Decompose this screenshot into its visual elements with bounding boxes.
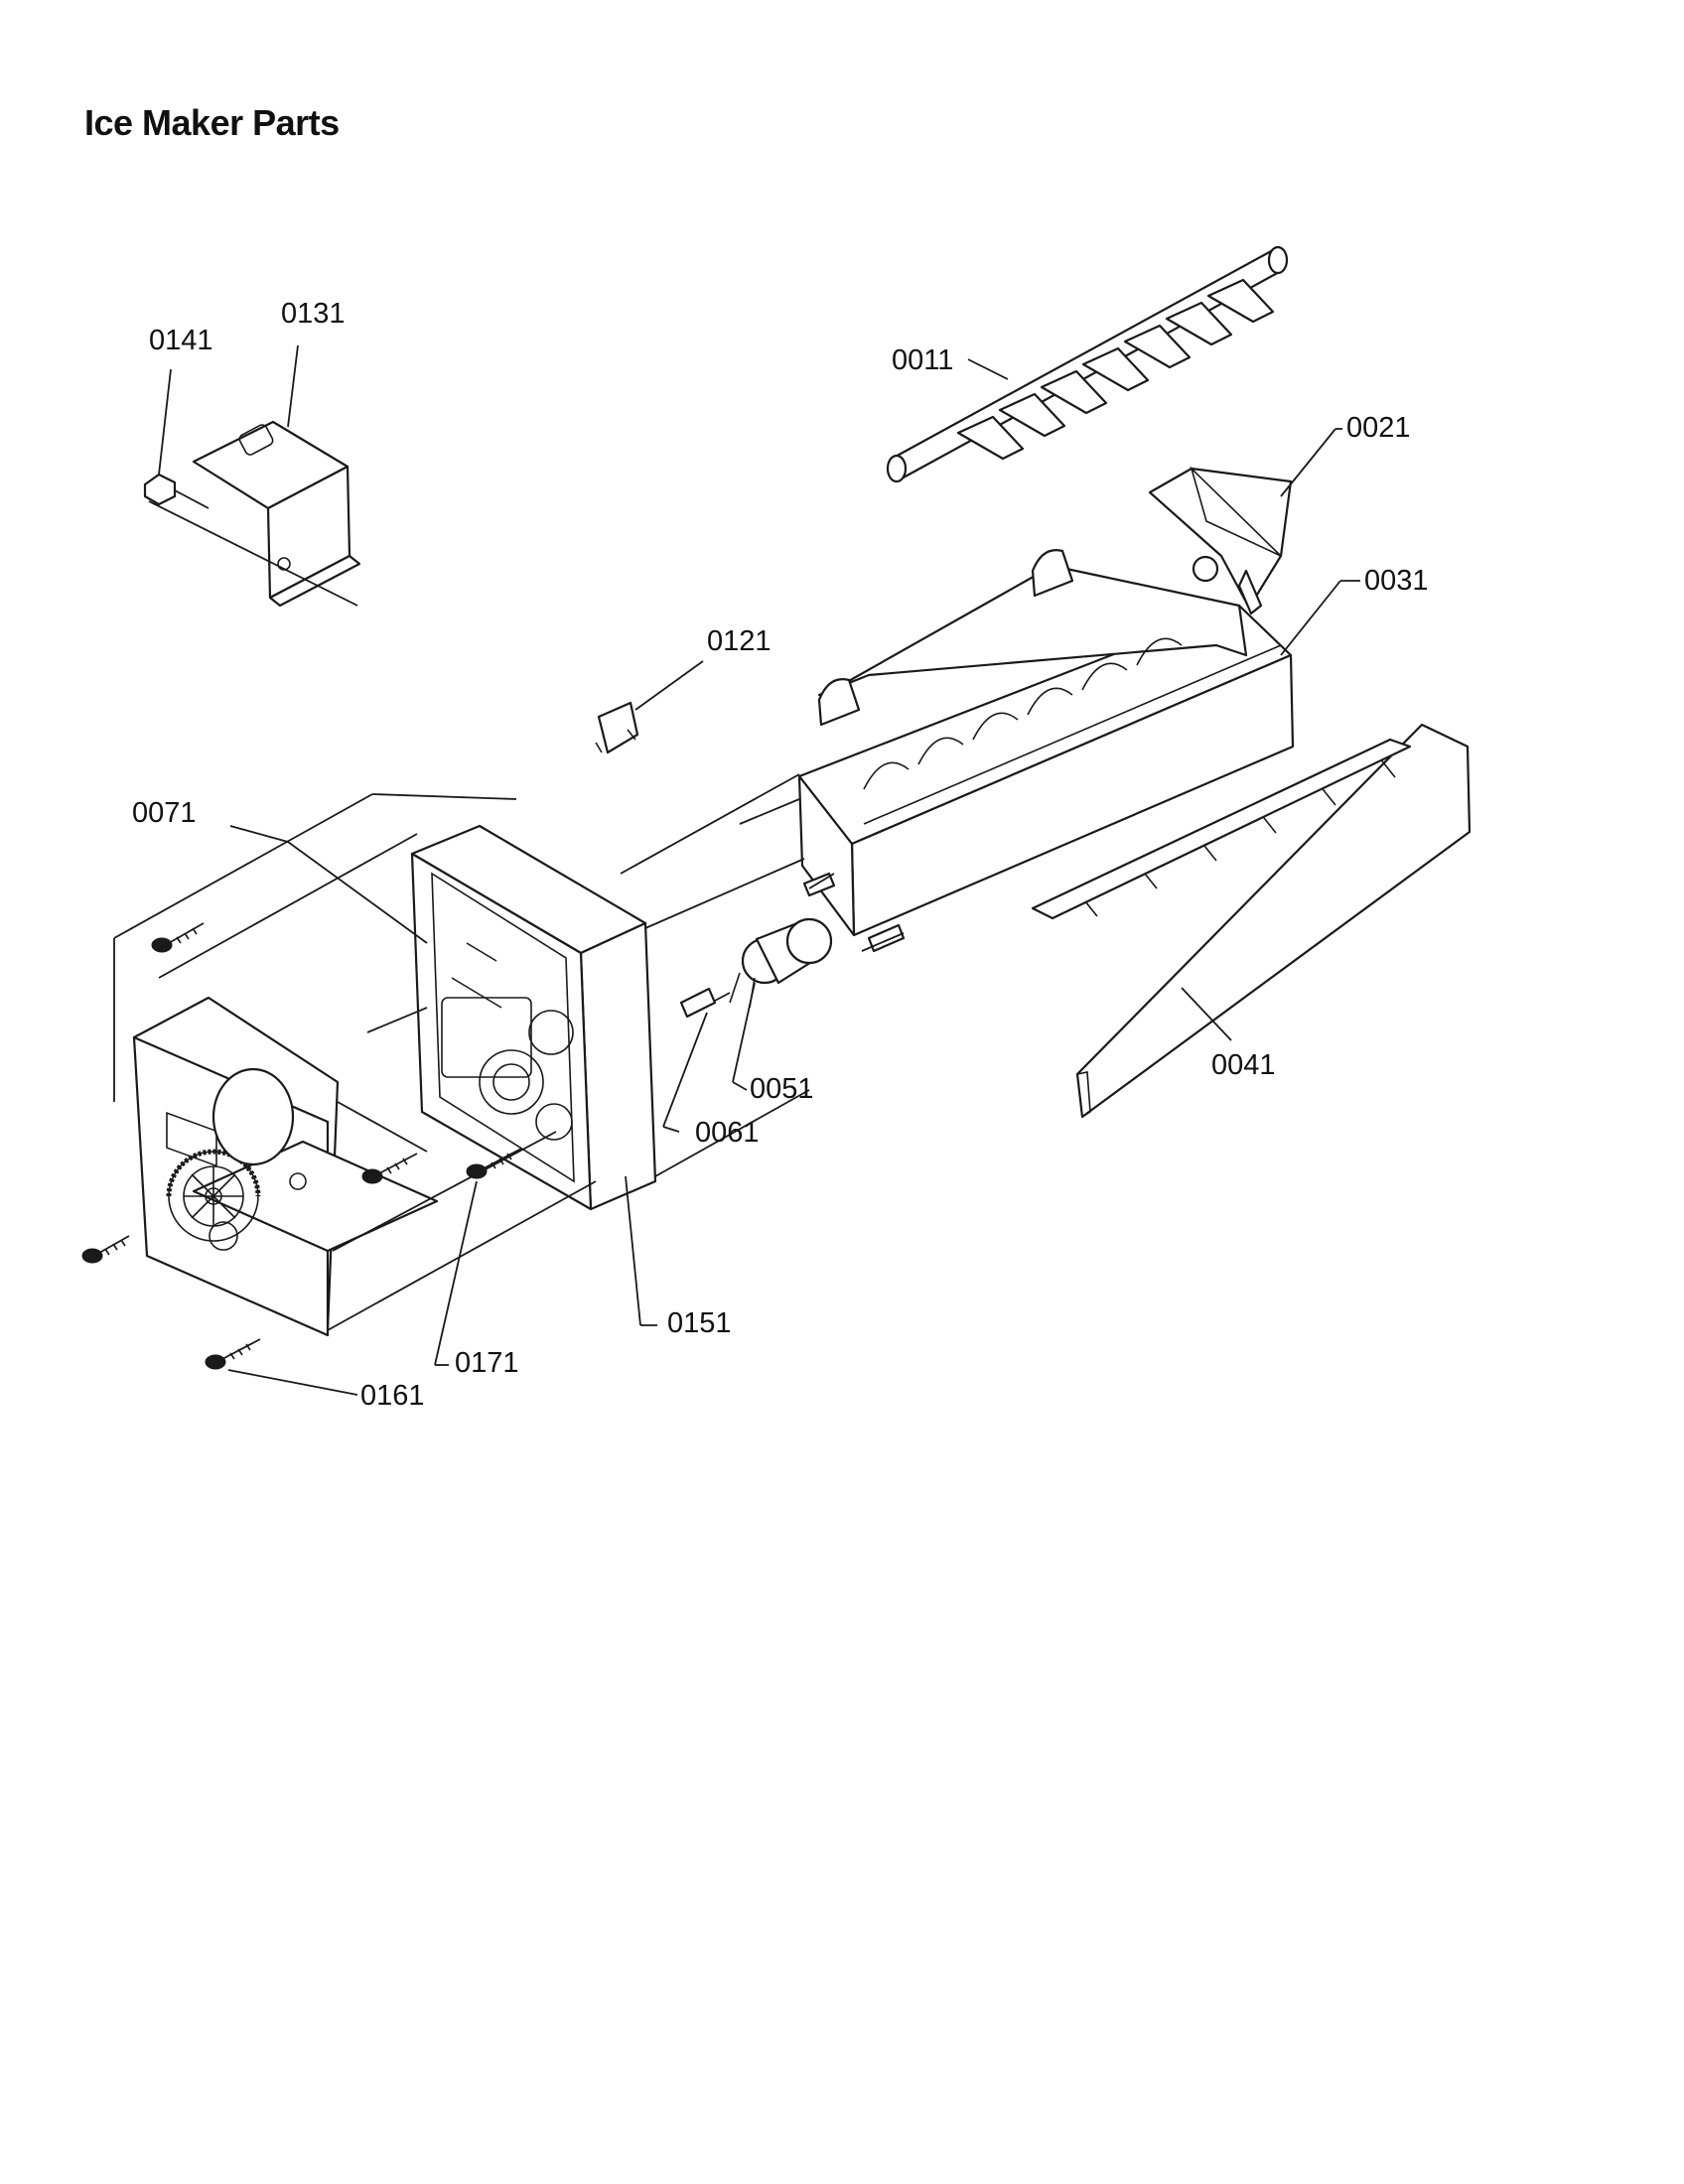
fill-cup-part — [1148, 466, 1293, 615]
thermostat-part — [729, 917, 833, 1009]
cover-bracket-part — [192, 420, 361, 608]
leader-0061-tick — [662, 1126, 680, 1133]
leader-0051-tick — [732, 1081, 748, 1091]
screw-upper — [151, 922, 205, 953]
leader-0171 — [434, 1180, 478, 1366]
label-0141: 0141 — [149, 325, 213, 356]
ejector-shaft-part — [886, 245, 1289, 483]
label-0011: 0011 — [892, 344, 953, 376]
clip-part — [595, 701, 639, 754]
screw-left — [81, 1235, 130, 1264]
leader-0141 — [158, 368, 172, 476]
control-module-part — [132, 996, 439, 1337]
pins-part — [679, 872, 906, 1019]
leader-0021 — [1280, 428, 1336, 497]
housing-plate-part — [410, 824, 657, 1211]
screws-group — [81, 922, 522, 1370]
label-0051: 0051 — [750, 1073, 814, 1105]
leader-0031 — [1280, 580, 1341, 656]
label-0161: 0161 — [360, 1380, 425, 1412]
screw-part — [143, 473, 358, 607]
leader-0061 — [662, 1012, 708, 1128]
screw-mid — [361, 1153, 418, 1184]
label-0151: 0151 — [667, 1307, 732, 1339]
ice-mold-part — [797, 549, 1295, 937]
module-outline-lines — [113, 793, 597, 1331]
assembly-guide-lines — [620, 773, 810, 1177]
label-0061: 0061 — [695, 1117, 760, 1149]
label-0041: 0041 — [1211, 1049, 1276, 1081]
label-0171: 0171 — [455, 1347, 519, 1379]
screw-0171 — [466, 1148, 522, 1179]
leader-0151 — [625, 1175, 641, 1326]
leader-0041 — [1181, 987, 1232, 1041]
leader-0051 — [732, 982, 756, 1083]
leader-0161 — [227, 1369, 358, 1396]
screw-0161 — [205, 1338, 261, 1370]
stripper-part — [1031, 723, 1472, 1119]
leader-0131 — [287, 344, 299, 428]
label-0071: 0071 — [132, 797, 197, 829]
label-0031: 0031 — [1364, 565, 1429, 597]
label-0121: 0121 — [707, 625, 772, 657]
label-0131: 0131 — [281, 298, 346, 330]
label-0021: 0021 — [1346, 412, 1411, 444]
leader-0121 — [634, 660, 704, 711]
page-title: Ice Maker Parts — [84, 102, 340, 143]
leader-0011 — [967, 358, 1009, 380]
